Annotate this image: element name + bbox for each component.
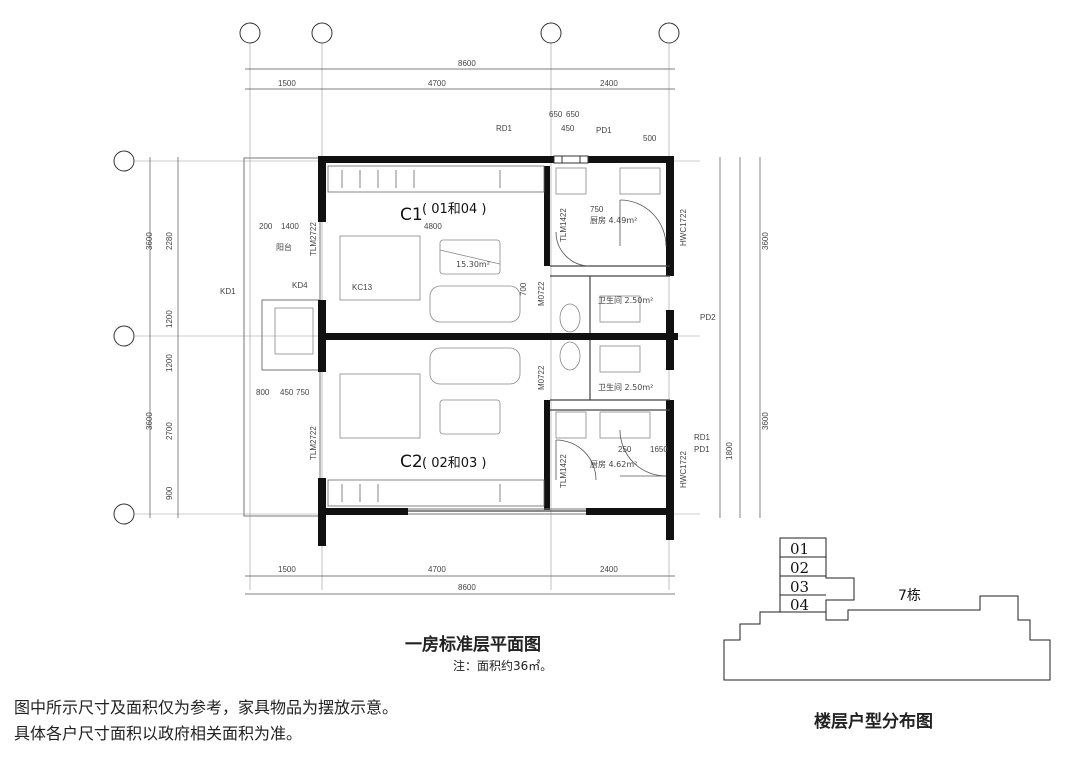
partitions: [408, 265, 670, 512]
disclaimer-line-1: 图中所示尺寸及面积仅为参考，家具物品为摆放示意。: [14, 698, 399, 717]
doors: [555, 199, 667, 481]
tag-hwc1722-upper: HWC1722: [679, 209, 688, 246]
bottom-dim-mid: 4700: [428, 565, 446, 574]
unit-upper-label: ( 01和04 ): [422, 202, 487, 217]
unit-upper-code: C1: [400, 205, 423, 225]
walls: [318, 156, 678, 546]
left-dim-top: 3600: [145, 232, 154, 250]
stack-row-01: 01: [790, 540, 809, 558]
top-dim-left: 1500: [278, 79, 296, 88]
tag-rd1-right: RD1: [694, 433, 711, 442]
bottom-dim-right: 2400: [600, 565, 618, 574]
stacking-title: 楼层户型分布图: [814, 712, 933, 732]
top-dim-total: 8600: [458, 59, 476, 68]
svg-text:450: 450: [561, 124, 575, 133]
right-dim-bottom: 3600: [761, 412, 770, 430]
svg-text:1400: 1400: [281, 222, 299, 231]
svg-text:650: 650: [549, 110, 563, 119]
bath-lower-label: 卫生间 2.50m²: [598, 382, 653, 392]
kitchen-lower-label: 厨房 4.62m²: [590, 459, 637, 469]
svg-text:650: 650: [566, 110, 580, 119]
ac-ledge: [261, 299, 321, 371]
stack-row-03: 03: [790, 578, 809, 596]
bottom-dim-total: 8600: [458, 583, 476, 592]
bottom-dim-left: 1500: [278, 565, 296, 574]
tag-kc13: KC13: [352, 283, 373, 292]
unit-lower-label: ( 02和03 ): [422, 456, 487, 471]
disclaimer-line-2: 具体各户尺寸面积以政府相关面积为准。: [14, 724, 303, 743]
stacking-diagram: 01 02 03 04 7栋: [723, 537, 1051, 681]
svg-text:2700: 2700: [165, 422, 174, 440]
top-dim-right: 2400: [600, 79, 618, 88]
furniture: [274, 167, 661, 439]
svg-text:1200: 1200: [165, 310, 174, 328]
svg-text:2280: 2280: [165, 232, 174, 250]
kitchen-upper-label: 厨房 4.49m²: [590, 215, 637, 225]
building-label: 7栋: [898, 587, 921, 604]
tag-pd2: PD2: [700, 313, 716, 322]
svg-text:250: 250: [618, 445, 632, 454]
svg-text:1200: 1200: [165, 354, 174, 372]
tag-tlm1422-upper: TLM1422: [559, 208, 568, 242]
tag-pd1-top: PD1: [596, 126, 612, 135]
plan-title: 一房标准层平面图: [405, 635, 541, 655]
svg-text:750: 750: [296, 388, 310, 397]
svg-text:800: 800: [256, 388, 270, 397]
axis-bubbles: [113, 22, 680, 525]
balcony-label: 阳台: [276, 242, 292, 252]
bedroom-area-label: 15.30m²: [456, 260, 490, 269]
wardrobes: [327, 165, 545, 507]
top-dim-mid: 4700: [428, 79, 446, 88]
tag-tlm2722-lower: TLM2722: [309, 426, 318, 460]
svg-text:750: 750: [590, 205, 604, 214]
tag-kd4: KD4: [292, 281, 308, 290]
tag-tlm1422-lower: TLM1422: [559, 454, 568, 488]
left-dim-bottom: 3600: [145, 412, 154, 430]
top-window: [553, 155, 589, 164]
tag-m0722-lower: M0722: [537, 365, 546, 390]
tag-hwc1722-lower: HWC1722: [679, 451, 688, 488]
svg-text:4800: 4800: [424, 222, 442, 231]
bottom-window: [408, 508, 586, 515]
stack-row-02: 02: [790, 559, 809, 577]
svg-text:500: 500: [643, 134, 657, 143]
tag-kd1: KD1: [220, 287, 236, 296]
balcony-outline: [243, 157, 321, 517]
svg-text:900: 900: [165, 486, 174, 500]
bath-upper-label: 卫生间 2.50m²: [598, 295, 653, 305]
svg-text:700: 700: [519, 282, 528, 296]
top-dimension-lines: [149, 68, 761, 595]
right-dim-top: 3600: [761, 232, 770, 250]
svg-text:1650: 1650: [650, 445, 668, 454]
svg-text:1800: 1800: [725, 442, 734, 460]
tag-m0722-upper: M0722: [537, 281, 546, 306]
svg-text:450: 450: [280, 388, 294, 397]
tag-tlm2722-upper: TLM2722: [309, 222, 318, 256]
stack-row-04: 04: [790, 596, 809, 614]
tag-pd1-right: PD1: [694, 445, 710, 454]
unit-lower-code: C2: [400, 452, 423, 472]
tag-rd1-top: RD1: [496, 124, 513, 133]
svg-text:200: 200: [259, 222, 273, 231]
axis-lines: [134, 43, 700, 590]
misc-dimensions: 650 650 450 500 1400 4800 200 750 250 16…: [165, 110, 734, 500]
area-note: 注：面积约36㎡。: [453, 659, 553, 673]
